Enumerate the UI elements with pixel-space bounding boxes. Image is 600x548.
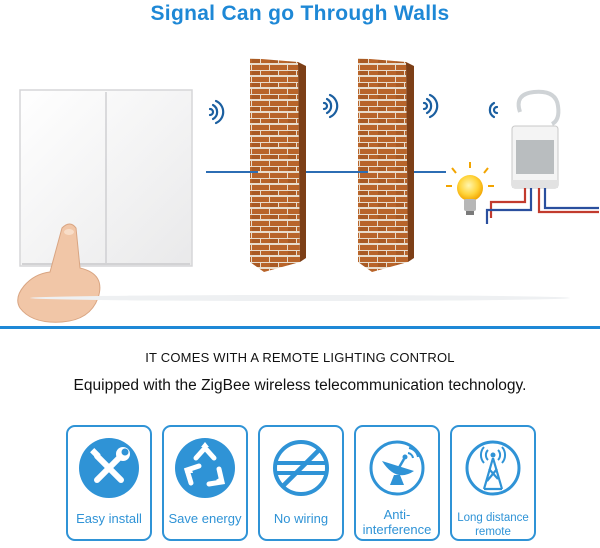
satellite-dish-icon [369, 440, 425, 496]
wall-switch-icon [19, 89, 193, 267]
wifi-signal-icon [208, 93, 499, 125]
feature-long-distance-remote: Long distance remote [450, 425, 536, 541]
feature-label: Easy install [76, 511, 142, 526]
feature-label-line1: Anti- [383, 507, 411, 522]
feature-label: No wiring [273, 511, 329, 526]
no-wiring-icon [273, 440, 329, 496]
brick-wall-icon [250, 58, 414, 272]
page-title: Signal Can go Through Walls [150, 2, 450, 25]
light-bulb-icon [446, 162, 494, 215]
feature-label-line2: interference [362, 522, 432, 537]
feature-label: Save energy [168, 511, 242, 526]
feature-list: Easy install Save energy [66, 425, 536, 543]
feature-easy-install: Easy install [66, 425, 152, 541]
feature-label: Anti- interference [356, 507, 438, 537]
feature-label-line1: Long distance [457, 512, 529, 524]
recycle-icon [175, 438, 235, 498]
info-heading: IT COMES WITH A REMOTE LIGHTING CONTROL [145, 350, 455, 365]
feature-save-energy: Save energy [162, 425, 248, 541]
tools-icon [79, 438, 139, 498]
relay-module-icon [485, 89, 599, 224]
feature-no-wiring: No wiring [258, 425, 344, 541]
section-divider [0, 326, 600, 329]
info-subheading: Equipped with the ZigBee wireless teleco… [73, 377, 527, 394]
signal-diagram [17, 58, 599, 323]
feature-anti-interference: Anti- interference [354, 425, 440, 541]
feature-label-line2: remote [475, 526, 511, 538]
feature-label: Long distance remote [452, 511, 534, 539]
signal-tower-icon [465, 440, 521, 496]
